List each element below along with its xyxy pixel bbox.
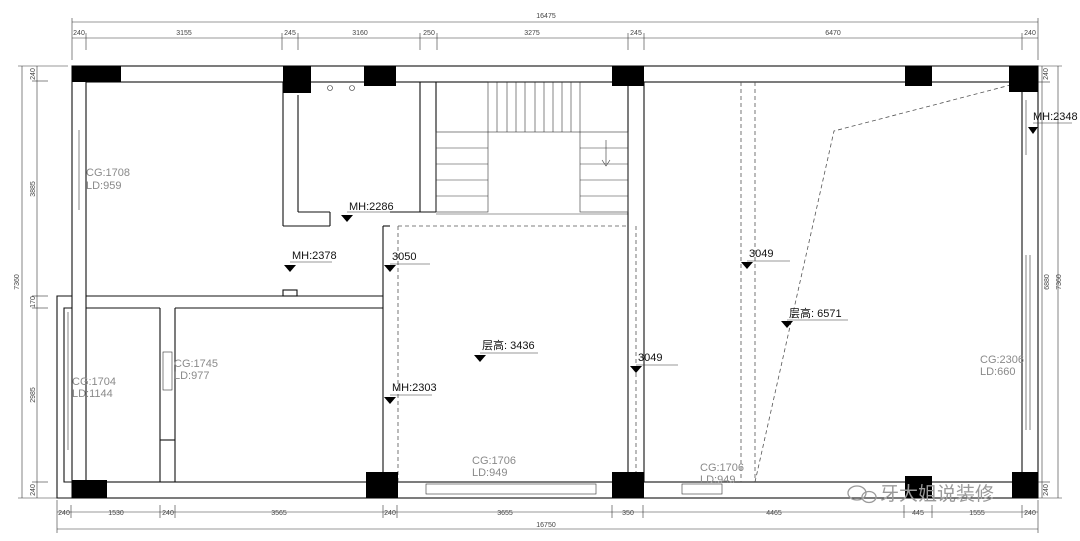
window-label-cg: CG:1704 <box>72 376 116 388</box>
left-dim: 240 <box>30 484 37 496</box>
top-dim: 240 <box>1024 30 1036 37</box>
columns <box>72 66 1038 498</box>
annotation-mh-2303: MH:2303 <box>392 382 437 394</box>
column <box>366 472 398 498</box>
right-dim: 240 <box>1043 68 1050 80</box>
left-extension <box>56 295 72 499</box>
window-label-cg: CG:1745 <box>174 358 218 370</box>
left-dim: 3885 <box>30 181 37 197</box>
column <box>364 66 396 86</box>
column <box>72 66 121 82</box>
top-dim: 240 <box>73 30 85 37</box>
annotation-mh-2348: MH:2348 <box>1033 111 1078 123</box>
column <box>283 66 311 93</box>
left-dimension-lines: 7360 240 3885 170 2985 240 <box>14 65 68 499</box>
window-label-ld: LD:660 <box>980 366 1015 378</box>
annotation-3050: 3050 <box>392 251 416 263</box>
bottom-dim: 240 <box>58 510 70 517</box>
top-total-dim: 16475 <box>536 13 556 20</box>
right-total-dim: 7360 <box>1056 274 1063 290</box>
window-label-cg: CG:1708 <box>86 167 130 179</box>
bottom-total-dim: 16750 <box>536 522 556 529</box>
window-label-ld: LD:949 <box>472 467 507 479</box>
annotation-ceiling-6571: 层高: 6571 <box>789 306 842 320</box>
chat-bubble-icon <box>847 485 877 504</box>
top-dim: 3275 <box>524 30 540 37</box>
window-label-ld: LD:977 <box>174 370 209 382</box>
annotation-3049-right: 3049 <box>749 248 773 260</box>
top-dim: 250 <box>423 30 435 37</box>
left-total-dim: 7360 <box>14 274 21 290</box>
window-label-cg: CG:2306 <box>980 354 1024 366</box>
column <box>1012 472 1038 498</box>
window-label-cg: CG:1706 <box>472 455 516 467</box>
interior-walls <box>78 81 1031 495</box>
left-dim: 170 <box>30 296 37 308</box>
column <box>72 480 107 498</box>
bottom-dim: 445 <box>912 510 924 517</box>
top-dim: 3160 <box>352 30 368 37</box>
bottom-dim: 350 <box>622 510 634 517</box>
top-dim: 245 <box>284 30 296 37</box>
annotation-ceiling-3436: 层高: 3436 <box>482 338 535 352</box>
staircase <box>435 81 629 213</box>
annotation-mh-2378: MH:2378 <box>292 250 337 262</box>
bottom-dim: 1555 <box>969 510 985 517</box>
window-label-ld: LD:1144 <box>72 388 113 400</box>
window-label-cg: CG:1706 <box>700 462 744 474</box>
window-labels: CG:1708 LD:959 CG:1745 LD:977 CG:1704 LD… <box>72 167 1024 486</box>
top-dim: 245 <box>630 30 642 37</box>
watermark-text: 牙大姐说装修 <box>880 483 994 505</box>
column <box>905 476 932 498</box>
right-dimension-lines: 240 6880 7360 240 <box>1038 65 1063 499</box>
bottom-dim: 4465 <box>766 510 782 517</box>
bottom-dim: 240 <box>1024 510 1036 517</box>
left-dim: 240 <box>30 68 37 80</box>
window-label-ld: LD:959 <box>86 180 121 192</box>
bottom-dim: 1530 <box>108 510 124 517</box>
bottom-dim: 3565 <box>271 510 287 517</box>
bottom-dim: 240 <box>162 510 174 517</box>
height-annotations: MH:2286 MH:2378 3050 3049 层高: 6571 层高: 3… <box>284 111 1078 404</box>
top-dim: 3155 <box>176 30 192 37</box>
right-dim: 240 <box>1043 484 1050 496</box>
bottom-dim: 240 <box>384 510 396 517</box>
top-dim: 6470 <box>825 30 841 37</box>
bottom-dim: 3655 <box>497 510 513 517</box>
annotation-mh-2286: MH:2286 <box>349 201 394 213</box>
annotation-3049-center: 3049 <box>638 352 662 364</box>
left-dim: 2985 <box>30 387 37 403</box>
column <box>612 472 644 498</box>
bottom-dimension-lines: 240 1530 240 3565 240 3655 350 4465 445 … <box>56 500 1039 533</box>
column <box>1009 66 1038 92</box>
outer-walls <box>71 65 1039 499</box>
watermark: 牙大姐说装修 <box>847 483 994 505</box>
top-dimension-lines: 16475 240 3155 245 3160 250 3275 245 647… <box>71 13 1039 60</box>
right-inner-dim: 6880 <box>1044 274 1051 290</box>
window-label-ld: LD:949 <box>700 474 735 486</box>
column <box>905 66 932 86</box>
column <box>612 66 644 86</box>
